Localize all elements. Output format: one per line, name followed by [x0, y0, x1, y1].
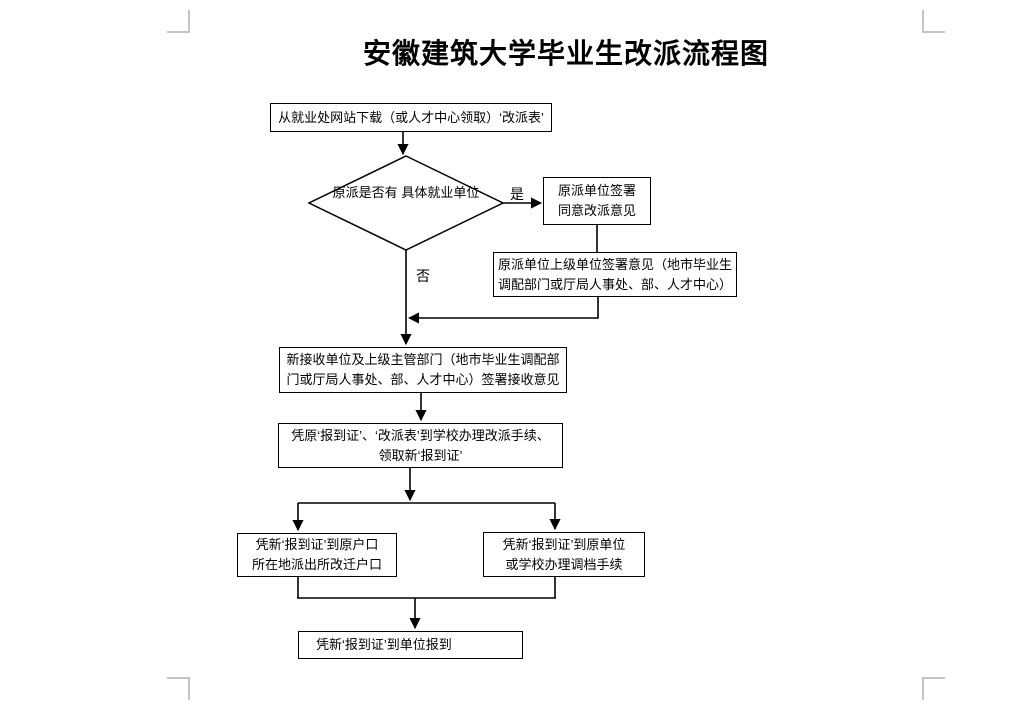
decision-diamond-shape: [307, 155, 505, 251]
flow-node-superior-unit-sign: 原派单位上级单位签署意见（地市毕业生 调配部门或厅局人事处、部、人才中心）: [493, 252, 737, 297]
flow-node-report-to-unit: 凭新‘报到证’到单位报到: [298, 631, 523, 659]
flow-node-hukou-transfer: 凭新‘报到证’到原户口 所在地派出所改迁户口: [237, 533, 397, 577]
agree-line1: 原派单位签署: [557, 183, 636, 198]
flow-node-school-procedure: 凭原‘报到证’、‘改派表’到学校办理改派手续、 领取新‘报到证’: [278, 423, 563, 468]
hukou-line2: 所在地派出所改迁户口: [251, 557, 382, 572]
procedure-line1: 凭原‘报到证’、‘改派表’到学校办理改派手续、: [291, 427, 550, 443]
hukou-line1: 凭新‘报到证’到原户口: [255, 537, 379, 552]
crop-mark-bottom-right: [922, 677, 945, 700]
receive-line1: 新接收单位及上级主管部门（地市毕业生调配部: [286, 352, 560, 367]
decision-line2: 具体就业单位: [401, 185, 480, 200]
flow-node-download-form-text: 从就业处网站下载（或人才中心领取）‘改派表’: [278, 109, 544, 125]
crop-mark-top-left: [167, 10, 190, 33]
receive-line2: 门或厅局人事处、部、人才中心）签署接收意见: [286, 372, 560, 387]
crop-mark-top-right: [922, 10, 945, 33]
branch-label-yes: 是: [510, 186, 524, 202]
flow-node-new-unit-receive: 新接收单位及上级主管部门（地市毕业生调配部 门或厅局人事处、部、人才中心）签署接…: [279, 347, 567, 393]
agree-line2: 同意改派意见: [557, 203, 636, 218]
flow-node-archive-transfer: 凭新‘报到证’到原单位 或学校办理调档手续: [483, 532, 645, 577]
report-text: 凭新‘报到证’到单位报到: [316, 637, 452, 652]
connector-superior-to-main-line: [407, 297, 599, 324]
branch-label-no: 否: [416, 268, 430, 284]
page-title: 安徽建筑大学毕业生改派流程图: [362, 39, 769, 70]
decision-diamond-text: 原派是否有 具体就业单位: [326, 182, 486, 203]
procedure-line2: 领取新‘报到证’: [378, 447, 463, 463]
archive-line2: 或学校办理调档手续: [505, 556, 623, 572]
crop-mark-bottom-left: [167, 677, 190, 700]
flow-node-download-form: 从就业处网站下载（或人才中心领取）‘改派表’: [270, 103, 552, 132]
superior-line2: 调配部门或厅局人事处、部、人才中心）: [497, 276, 732, 292]
decision-line1: 原派是否有: [332, 185, 398, 200]
superior-line1: 原派单位上级单位签署意见（地市毕业生: [497, 256, 732, 272]
archive-line1: 凭新‘报到证’到原单位: [502, 536, 626, 552]
flow-node-original-unit-agree: 原派单位签署 同意改派意见: [543, 177, 651, 225]
